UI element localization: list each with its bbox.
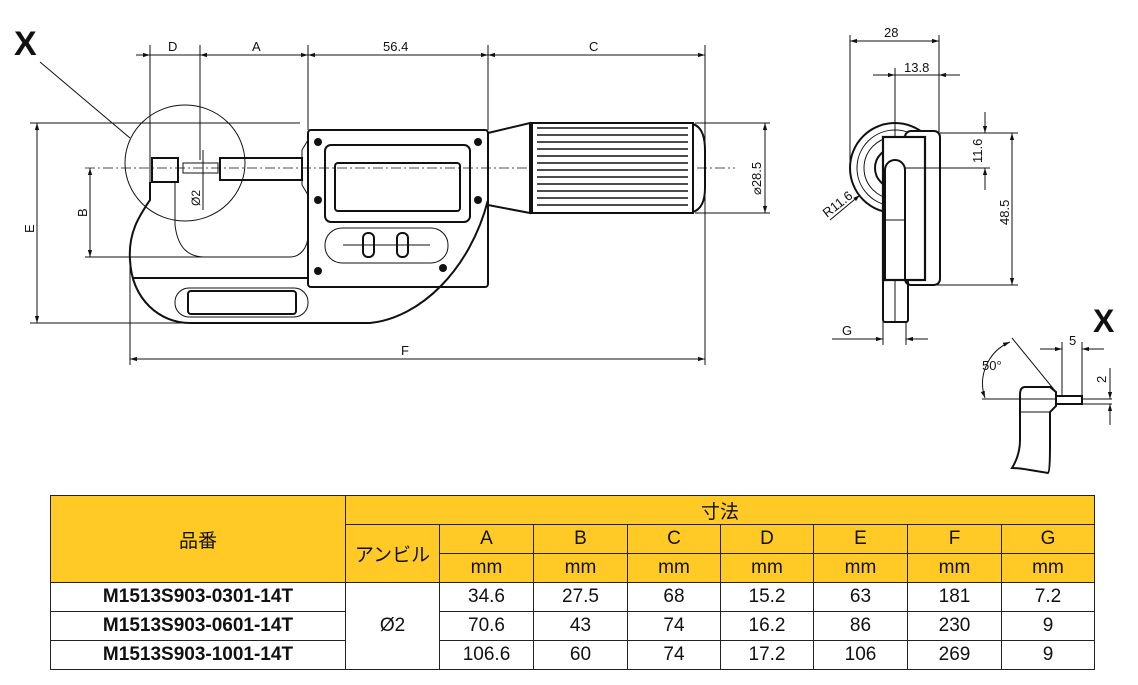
header-col-f: F (907, 524, 1002, 554)
dim-e-label: E (22, 224, 37, 233)
side-anvil-slot (884, 159, 906, 280)
detail-dia-label: 2 (1094, 376, 1109, 383)
value-cell-a: 106.6 (439, 640, 534, 670)
header-unit: mm (439, 553, 534, 583)
side-g-label: G (842, 323, 852, 338)
detail-marker-label: X (14, 25, 37, 63)
main-view: X D A 56.4 C (14, 25, 770, 365)
value-cell-c: 74 (627, 640, 721, 670)
header-col-g: G (1000, 524, 1096, 554)
thimble-dia-label: ⌀28.5 (749, 162, 764, 195)
display-body (307, 129, 489, 288)
header-unit: mm (813, 553, 908, 583)
value-cell-b: 27.5 (533, 582, 628, 612)
detail-pin (1055, 395, 1083, 405)
header-unit: mm (720, 553, 814, 583)
side-height-label: 48.5 (997, 200, 1012, 225)
lcd-screen (334, 162, 461, 212)
header-unit: mm (533, 553, 628, 583)
header-anvil: アンビル (345, 524, 440, 583)
value-cell-g: 7.2 (1000, 582, 1096, 612)
button-2[interactable] (396, 232, 409, 258)
dim-b-label: B (75, 208, 90, 217)
anvil (151, 157, 179, 183)
detail-circle (124, 104, 246, 222)
detail-length-label: 5 (1069, 333, 1076, 348)
header-part-number: 品番 (50, 495, 346, 583)
side-offset-label: 13.8 (904, 60, 929, 75)
header-col-e: E (813, 524, 908, 554)
button-panel (324, 227, 449, 264)
technical-drawing: X D A 56.4 C (14, 25, 1115, 475)
header-col-c: C (627, 524, 721, 554)
top-dimensions: D A 56.4 C (136, 39, 706, 365)
detail-view: X 50° 5 2 (980, 303, 1115, 475)
value-cell-e: 86 (813, 611, 908, 641)
part-number-cell: M1513S903-1001-14T (50, 640, 346, 670)
thimble (531, 122, 706, 214)
value-cell-f: 230 (907, 611, 1002, 641)
part-number-cell: M1513S903-0601-14T (50, 611, 346, 641)
value-cell-c: 68 (627, 582, 721, 612)
dim-a-label: A (252, 39, 261, 54)
value-cell-d: 17.2 (720, 640, 814, 670)
value-cell-c: 74 (627, 611, 721, 641)
side-width-label: 28 (884, 25, 898, 40)
screws (314, 138, 482, 275)
value-cell-e: 106 (813, 640, 908, 670)
frame-label-panel (174, 287, 309, 318)
detail-view-label: X (1093, 303, 1115, 339)
value-cell-f: 269 (907, 640, 1002, 670)
side-upper-label: 11.6 (970, 139, 985, 163)
spindle (219, 157, 303, 181)
value-cell-g: 9 (1000, 640, 1096, 670)
header-col-b: B (533, 524, 628, 554)
dim-56-4-label: 56.4 (383, 39, 408, 54)
side-view: 28 13.8 R11.6 11.6 48.5 G (820, 25, 1018, 345)
detail-anvil (1010, 386, 1057, 475)
frame-outline (128, 182, 489, 324)
button-1[interactable] (362, 232, 375, 258)
anvil-cell: Ø2 (345, 582, 440, 670)
dim-c-label: C (589, 39, 598, 54)
header-unit: mm (907, 553, 1002, 583)
side-radius-label: R11.6 (820, 188, 856, 221)
value-cell-g: 9 (1000, 611, 1096, 641)
value-cell-a: 34.6 (439, 582, 534, 612)
dim-d-label: D (168, 39, 177, 54)
value-cell-b: 60 (533, 640, 628, 670)
value-cell-f: 181 (907, 582, 1002, 612)
value-cell-d: 15.2 (720, 582, 814, 612)
display-bezel (324, 144, 471, 223)
header-unit: mm (627, 553, 721, 583)
header-col-a: A (439, 524, 534, 554)
sleeve (487, 121, 531, 215)
frame-label-inner (187, 290, 297, 315)
value-cell-a: 70.6 (439, 611, 534, 641)
header-unit: mm (1000, 553, 1096, 583)
value-cell-b: 43 (533, 611, 628, 641)
detail-angle-label: 50° (982, 358, 1002, 373)
anvil-dia-label: Ø2 (189, 190, 203, 206)
anvil-tip (182, 162, 219, 174)
leader-line (39, 61, 131, 139)
header-dimensions: 寸法 (344, 495, 1096, 525)
value-cell-d: 16.2 (720, 611, 814, 641)
part-number-cell: M1513S903-0301-14T (50, 582, 346, 612)
header-col-d: D (720, 524, 814, 554)
dim-f-label: F (401, 343, 409, 358)
value-cell-e: 63 (813, 582, 908, 612)
